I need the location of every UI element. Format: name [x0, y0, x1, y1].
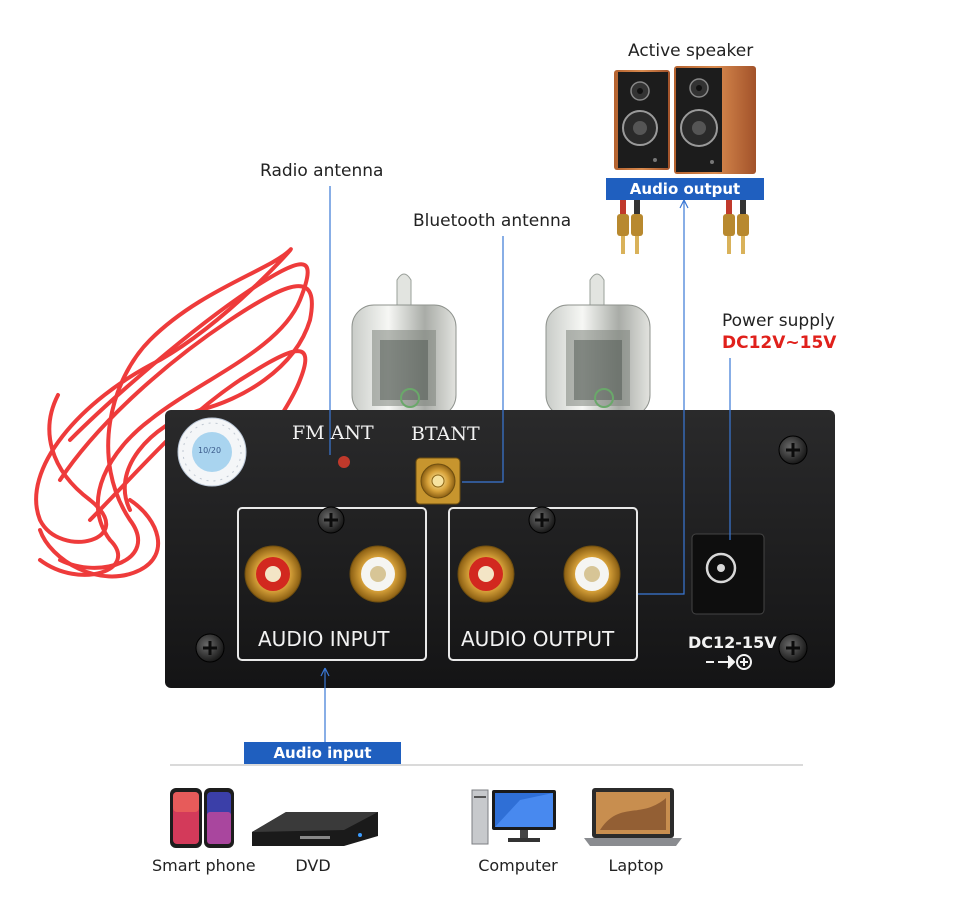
vacuum-tube-right [545, 273, 651, 418]
bluetooth-antenna-connector [415, 457, 461, 505]
rca-jack-input-white [349, 545, 407, 603]
seal-text: 10/20 [198, 446, 222, 455]
screw-icon [778, 435, 808, 465]
fm-ant-print: FM ANT [292, 422, 374, 444]
power-supply-label: Power supply [722, 311, 835, 331]
device-label-computer: Computer [478, 856, 558, 875]
smartphone-icon [170, 788, 234, 848]
rca-jack-output-white [563, 545, 621, 603]
warranty-seal-icon [177, 417, 247, 487]
active-speakers [614, 66, 756, 174]
dc-polarity-icon [706, 654, 752, 670]
active-speaker-label: Active speaker [628, 41, 754, 61]
rca-jack-input-red [244, 545, 302, 603]
screw-icon [528, 506, 556, 534]
laptop-icon [584, 788, 682, 846]
rca-jack-output-red [457, 545, 515, 603]
dc-spec-print: DC12-15V [688, 633, 777, 652]
audio-output-print: AUDIO OUTPUT [461, 627, 615, 651]
fm-antenna-port [338, 456, 350, 468]
audio-input-tag: Audio input [244, 742, 401, 764]
power-spec-label: DC12V~15V [722, 333, 837, 353]
radio-antenna-label: Radio antenna [260, 161, 384, 181]
bt-ant-print: BTANT [411, 423, 480, 445]
device-label-dvd: DVD [295, 856, 331, 875]
audio-input-print: AUDIO INPUT [258, 627, 390, 651]
computer-icon [471, 789, 556, 845]
device-label-laptop: Laptop [608, 856, 664, 875]
speaker-right [674, 66, 756, 174]
pointer-lines [320, 186, 731, 745]
rca-cables [617, 200, 749, 254]
screw-icon [778, 633, 808, 663]
dc-power-jack [691, 533, 765, 615]
audio-output-tag: Audio output [606, 178, 764, 200]
screw-icon [317, 506, 345, 534]
bluetooth-antenna-label: Bluetooth antenna [413, 211, 572, 231]
device-label-smartphone: Smart phone [152, 856, 256, 875]
speaker-left [614, 70, 670, 170]
vacuum-tube-left [351, 273, 457, 418]
screw-icon [195, 633, 225, 663]
dvd-player-icon [252, 812, 378, 846]
